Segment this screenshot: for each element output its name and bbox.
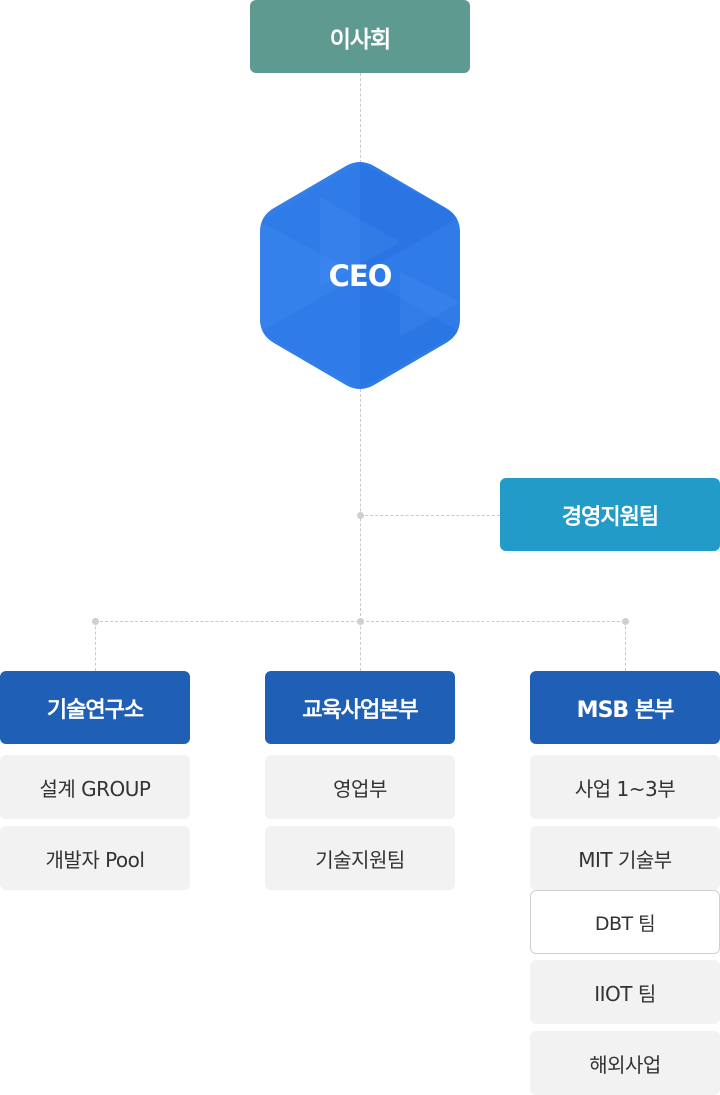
junction-dot-support <box>357 512 364 519</box>
junction-dot-right <box>622 618 629 625</box>
sub-unit-label: 개발자 Pool <box>45 847 145 872</box>
connector-dept-3 <box>625 621 626 671</box>
board-label: 이사회 <box>329 26 391 53</box>
department-label: 기술연구소 <box>46 697 144 723</box>
sub-unit: 개발자 Pool <box>0 826 190 890</box>
sub-unit: MIT 기술부 <box>530 826 720 890</box>
sub-unit-label: MIT 기술부 <box>578 847 672 872</box>
ceo-hexagon <box>260 162 460 389</box>
junction-dot-center <box>357 618 364 625</box>
connector-board-ceo <box>360 73 361 163</box>
department-label: 교육사업본부 <box>302 697 418 723</box>
sub-unit-label: IIOT 팀 <box>594 981 656 1006</box>
support-team-box: 경영지원팀 <box>500 478 720 551</box>
sub-unit: 설계 GROUP <box>0 755 190 819</box>
sub-unit-outlined: DBT 팀 <box>530 890 720 954</box>
sub-unit-label: 해외사업 <box>589 1052 661 1077</box>
sub-unit-label: DBT 팀 <box>594 912 656 935</box>
sub-unit-label: 기술지원팀 <box>315 847 405 872</box>
ceo-label: CEO <box>328 258 393 293</box>
support-team-label: 경영지원팀 <box>561 504 659 530</box>
sub-unit: 기술지원팀 <box>265 826 455 890</box>
sub-unit-label: 사업 1~3부 <box>574 776 676 801</box>
sub-unit: IIOT 팀 <box>530 960 720 1024</box>
sub-unit: 사업 1~3부 <box>530 755 720 819</box>
department-msb: MSB 본부 <box>530 671 720 744</box>
department-label: MSB 본부 <box>576 697 675 723</box>
department-education-business: 교육사업본부 <box>265 671 455 744</box>
sub-unit-label: 설계 GROUP <box>39 776 152 801</box>
sub-unit: 영업부 <box>265 755 455 819</box>
sub-unit: 해외사업 <box>530 1031 720 1095</box>
connector-ceo-trunk <box>360 389 361 621</box>
connector-support <box>360 515 500 516</box>
department-research-lab: 기술연구소 <box>0 671 190 744</box>
board-box: 이사회 <box>250 0 470 73</box>
connector-dept-2 <box>360 621 361 671</box>
connector-dept-1 <box>95 621 96 671</box>
sub-unit-label: 영업부 <box>333 776 387 801</box>
junction-dot-left <box>92 618 99 625</box>
